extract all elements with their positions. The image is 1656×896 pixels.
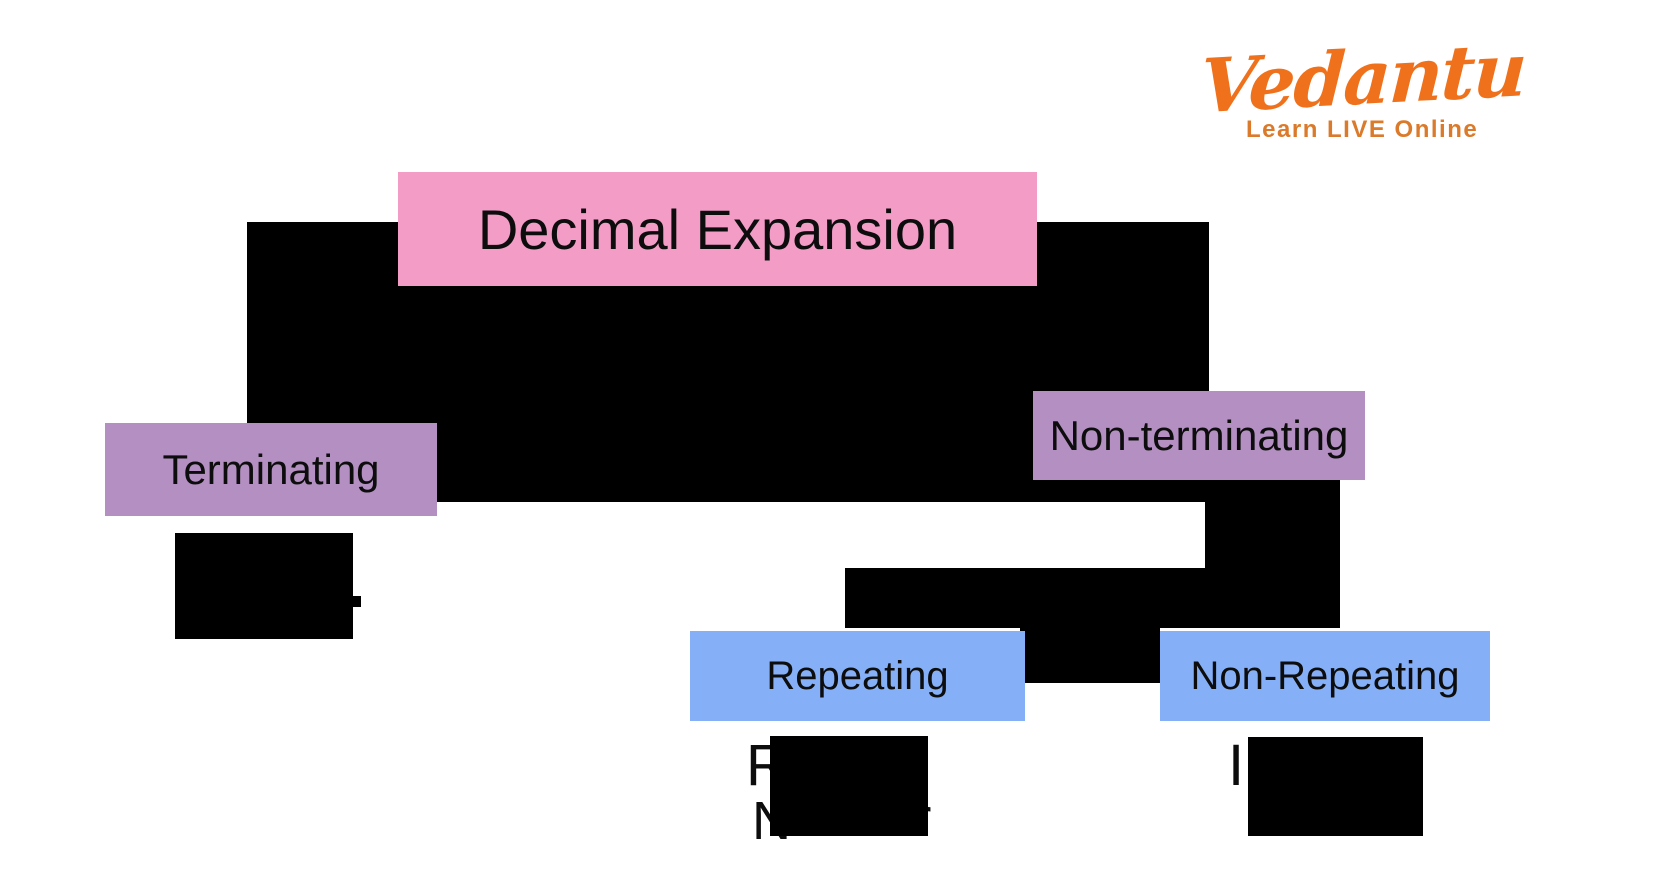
terminating-hidden-text-blob-tail	[348, 596, 361, 607]
decimal-expansion-label: Decimal Expansion	[477, 197, 958, 261]
non-repeating-label: Non-Repeating	[1190, 653, 1460, 698]
repeating-label: Repeating	[766, 653, 949, 698]
terminating-box: Terminating	[105, 423, 437, 516]
vedantu-tagline: Learn LIVE Online	[1246, 116, 1479, 144]
vedantu-logo: Vedantu Learn LIVE Online	[1198, 27, 1590, 144]
repeating-box: Repeating	[690, 631, 1025, 721]
non-repeating-box: Non-Repeating	[1160, 631, 1490, 721]
non-terminating-box: Non-terminating	[1033, 391, 1365, 480]
decimal-expansion-box: Decimal Expansion	[398, 172, 1037, 286]
repeating-hidden-text-blob	[770, 736, 928, 836]
non-terminating-label: Non-terminating	[1049, 411, 1349, 459]
connector-interbox-blob	[1020, 568, 1160, 683]
non-repeating-hidden-text-blob	[1248, 737, 1423, 836]
terminating-hidden-text-blob	[175, 533, 353, 639]
vedantu-wordmark: Vedantu	[1198, 27, 1528, 131]
terminating-label: Terminating	[162, 445, 380, 493]
